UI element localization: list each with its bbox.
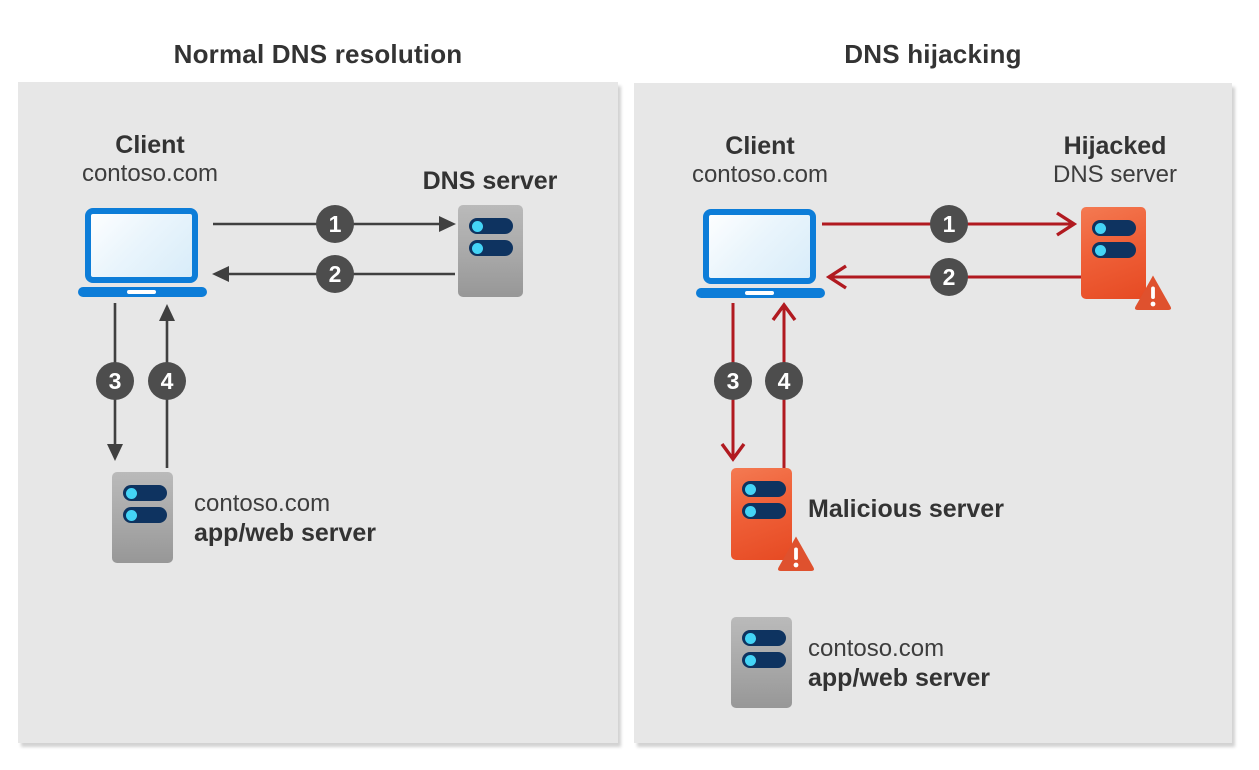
- client-title: Client: [725, 132, 795, 160]
- step-badge-4: 4: [765, 362, 803, 400]
- app-server-title: app/web server: [808, 664, 991, 692]
- server-led: [126, 487, 137, 499]
- right-diagram-title: DNS hijacking: [844, 39, 1022, 69]
- step-badge-2: 2: [930, 258, 968, 296]
- warning-triangle-icon: [777, 536, 815, 571]
- step-badge-3: 3: [714, 362, 752, 400]
- server-led: [745, 483, 756, 495]
- client-laptop-icon: [703, 209, 816, 284]
- client-domain: contoso.com: [81, 160, 219, 187]
- server-led: [126, 509, 137, 521]
- app-server-title: app/web server: [194, 519, 377, 547]
- server-slot: [123, 507, 167, 523]
- laptop-notch: [745, 291, 774, 295]
- malicious-server-label: Malicious server: [808, 495, 1004, 523]
- server-slot: [1092, 242, 1136, 258]
- server-led: [1095, 244, 1106, 256]
- step-badge-1: 1: [316, 205, 354, 243]
- app-server-label: contoso.com app/web server: [808, 634, 990, 693]
- client-label: Client contoso.com: [50, 130, 250, 187]
- client-title: Client: [115, 131, 185, 159]
- laptop-base: [78, 287, 207, 297]
- step-badge-3: 3: [96, 362, 134, 400]
- server-slot: [742, 503, 786, 519]
- panel-dns-hijacking: Client contoso.com Hijacked DNS server 1…: [634, 83, 1232, 743]
- panel-normal-dns: Client contoso.com DNS server 1 2 3 4 co…: [18, 82, 618, 743]
- server-led: [472, 242, 483, 254]
- client-domain: contoso.com: [691, 161, 829, 188]
- hijacked-dns-server-icon: [1081, 207, 1146, 299]
- client-label: Client contoso.com: [660, 131, 860, 188]
- server-slot: [1092, 220, 1136, 236]
- malicious-server-icon: [731, 468, 792, 560]
- hijacked-dns-label: Hijacked DNS server: [1015, 131, 1215, 188]
- server-slot: [469, 240, 513, 256]
- server-led: [745, 654, 756, 666]
- dns-server-icon: [458, 205, 523, 297]
- server-led: [472, 220, 483, 232]
- app-server-domain: contoso.com: [194, 490, 331, 517]
- hijacked-subtitle: DNS server: [1052, 161, 1178, 188]
- client-laptop-icon: [85, 208, 198, 283]
- step-badge-1: 1: [930, 205, 968, 243]
- server-slot: [742, 652, 786, 668]
- server-slot: [469, 218, 513, 234]
- warning-triangle-icon: [1134, 275, 1172, 310]
- app-web-server-icon: [112, 472, 173, 563]
- server-led: [745, 505, 756, 517]
- server-slot: [123, 485, 167, 501]
- laptop-notch: [127, 290, 156, 294]
- server-slot: [742, 481, 786, 497]
- server-led: [1095, 222, 1106, 234]
- app-server-label: contoso.com app/web server: [194, 489, 376, 548]
- hijacked-title: Hijacked: [1063, 132, 1167, 160]
- server-led: [745, 632, 756, 644]
- app-server-domain: contoso.com: [808, 635, 945, 662]
- server-slot: [742, 630, 786, 646]
- app-web-server-icon: [731, 617, 792, 708]
- step-badge-4: 4: [148, 362, 186, 400]
- dns-server-label: DNS server: [422, 167, 558, 195]
- laptop-base: [696, 288, 825, 298]
- step-badge-2: 2: [316, 255, 354, 293]
- left-diagram-title: Normal DNS resolution: [173, 39, 463, 69]
